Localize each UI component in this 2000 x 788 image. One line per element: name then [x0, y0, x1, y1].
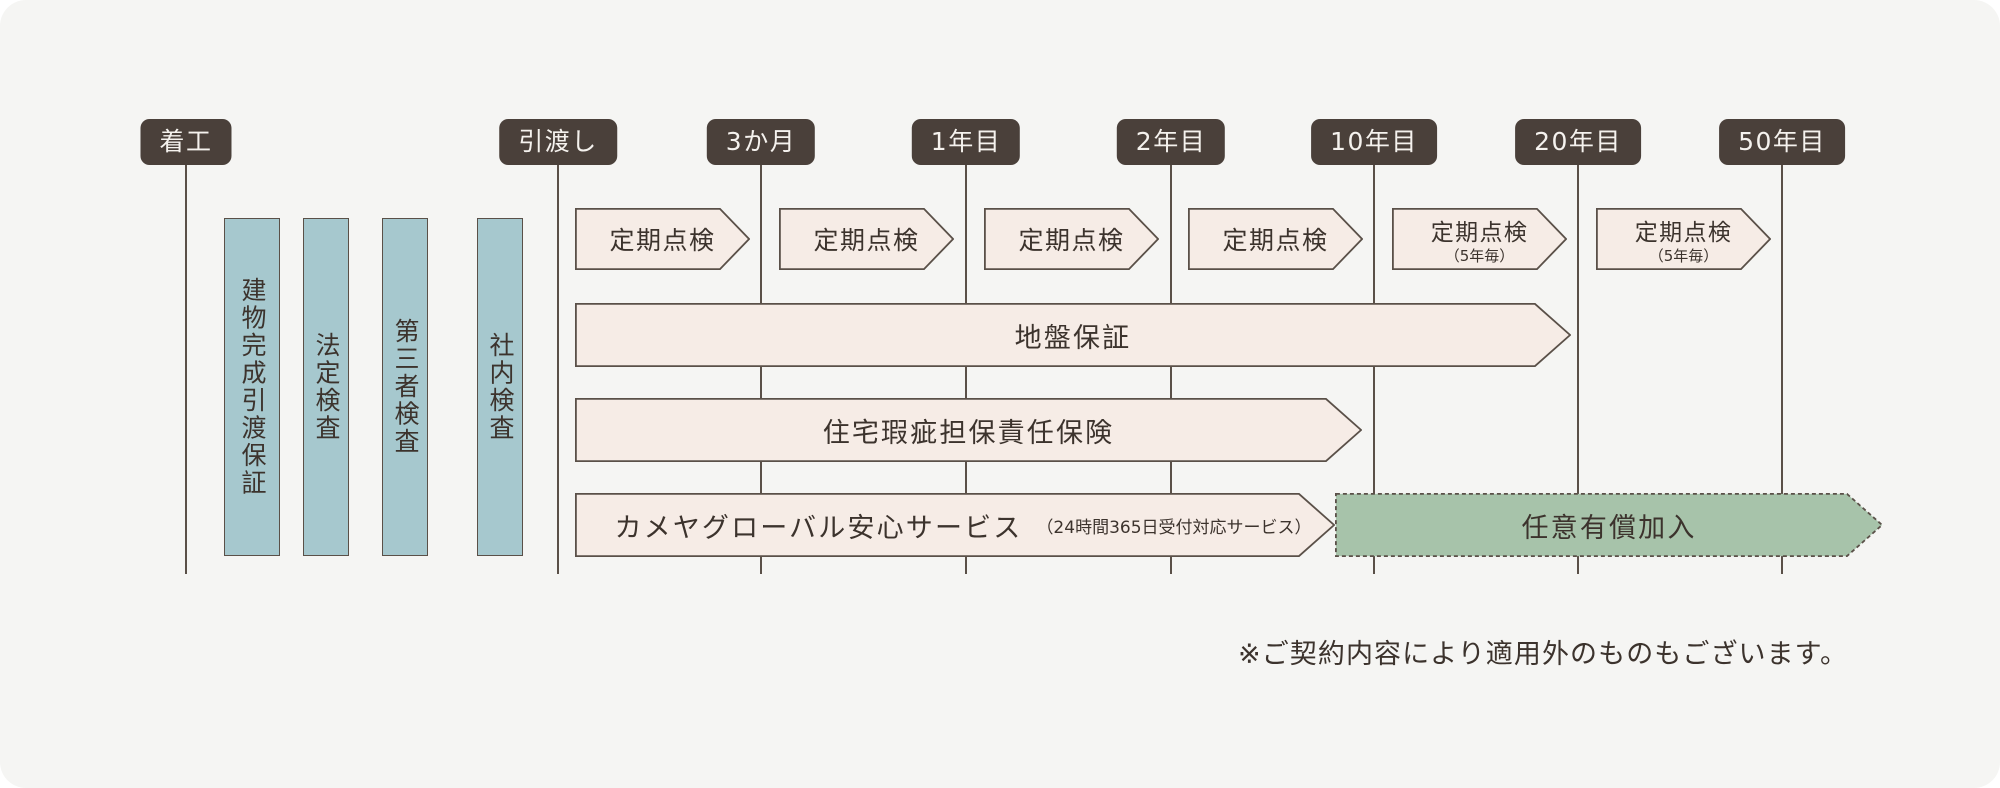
timeline-line-0 — [185, 162, 187, 574]
milestone-label-7: 50年目 — [1719, 119, 1845, 165]
vertical-bar-label-1: 法定検査 — [312, 332, 341, 442]
vertical-bar-2: 第三者検査 — [382, 218, 428, 556]
vertical-bar-label-3: 社内検査 — [486, 332, 515, 442]
timeline-line-3 — [965, 162, 967, 574]
inspection-chevron-3: 定期点検 — [1188, 208, 1363, 270]
coverage-bar-1: 住宅瑕疵担保責任保険 — [575, 398, 1362, 462]
inspection-chevron-5: 定期点検（5年毎） — [1596, 208, 1771, 270]
vertical-bar-label-0: 建物完成引渡保証 — [238, 277, 267, 497]
anshin-service-bar: カメヤグローバル安心サービス（24時間365日受付対応サービス） — [575, 493, 1335, 557]
vertical-bar-label-2: 第三者検査 — [391, 318, 420, 456]
timeline-line-6 — [1577, 162, 1579, 574]
milestone-label-6: 20年目 — [1515, 119, 1641, 165]
milestone-label-4: 2年目 — [1116, 119, 1226, 165]
coverage-bar-0: 地盤保証 — [575, 303, 1571, 367]
timeline-line-7 — [1781, 162, 1783, 574]
milestone-label-5: 10年目 — [1311, 119, 1437, 165]
footnote-text: ※ご契約内容により適用外のものもございます。 — [1238, 639, 1849, 670]
optional-paid-bar: 任意有償加入 — [1335, 493, 1883, 557]
inspection-chevron-4: 定期点検（5年毎） — [1392, 208, 1567, 270]
inspection-chevron-0: 定期点検 — [575, 208, 750, 270]
vertical-bar-0: 建物完成引渡保証 — [224, 218, 280, 556]
milestone-label-3: 1年目 — [911, 119, 1021, 165]
milestone-label-2: 3か月 — [706, 119, 816, 165]
milestone-label-1: 引渡し — [499, 119, 617, 165]
timeline-line-2 — [760, 162, 762, 574]
timeline-line-5 — [1373, 162, 1375, 574]
timeline-line-4 — [1170, 162, 1172, 574]
vertical-bar-3: 社内検査 — [477, 218, 523, 556]
inspection-chevron-2: 定期点検 — [984, 208, 1159, 270]
milestone-label-0: 着工 — [140, 119, 232, 165]
inspection-chevron-1: 定期点検 — [779, 208, 954, 270]
timeline-line-1 — [557, 162, 559, 574]
vertical-bar-1: 法定検査 — [303, 218, 349, 556]
